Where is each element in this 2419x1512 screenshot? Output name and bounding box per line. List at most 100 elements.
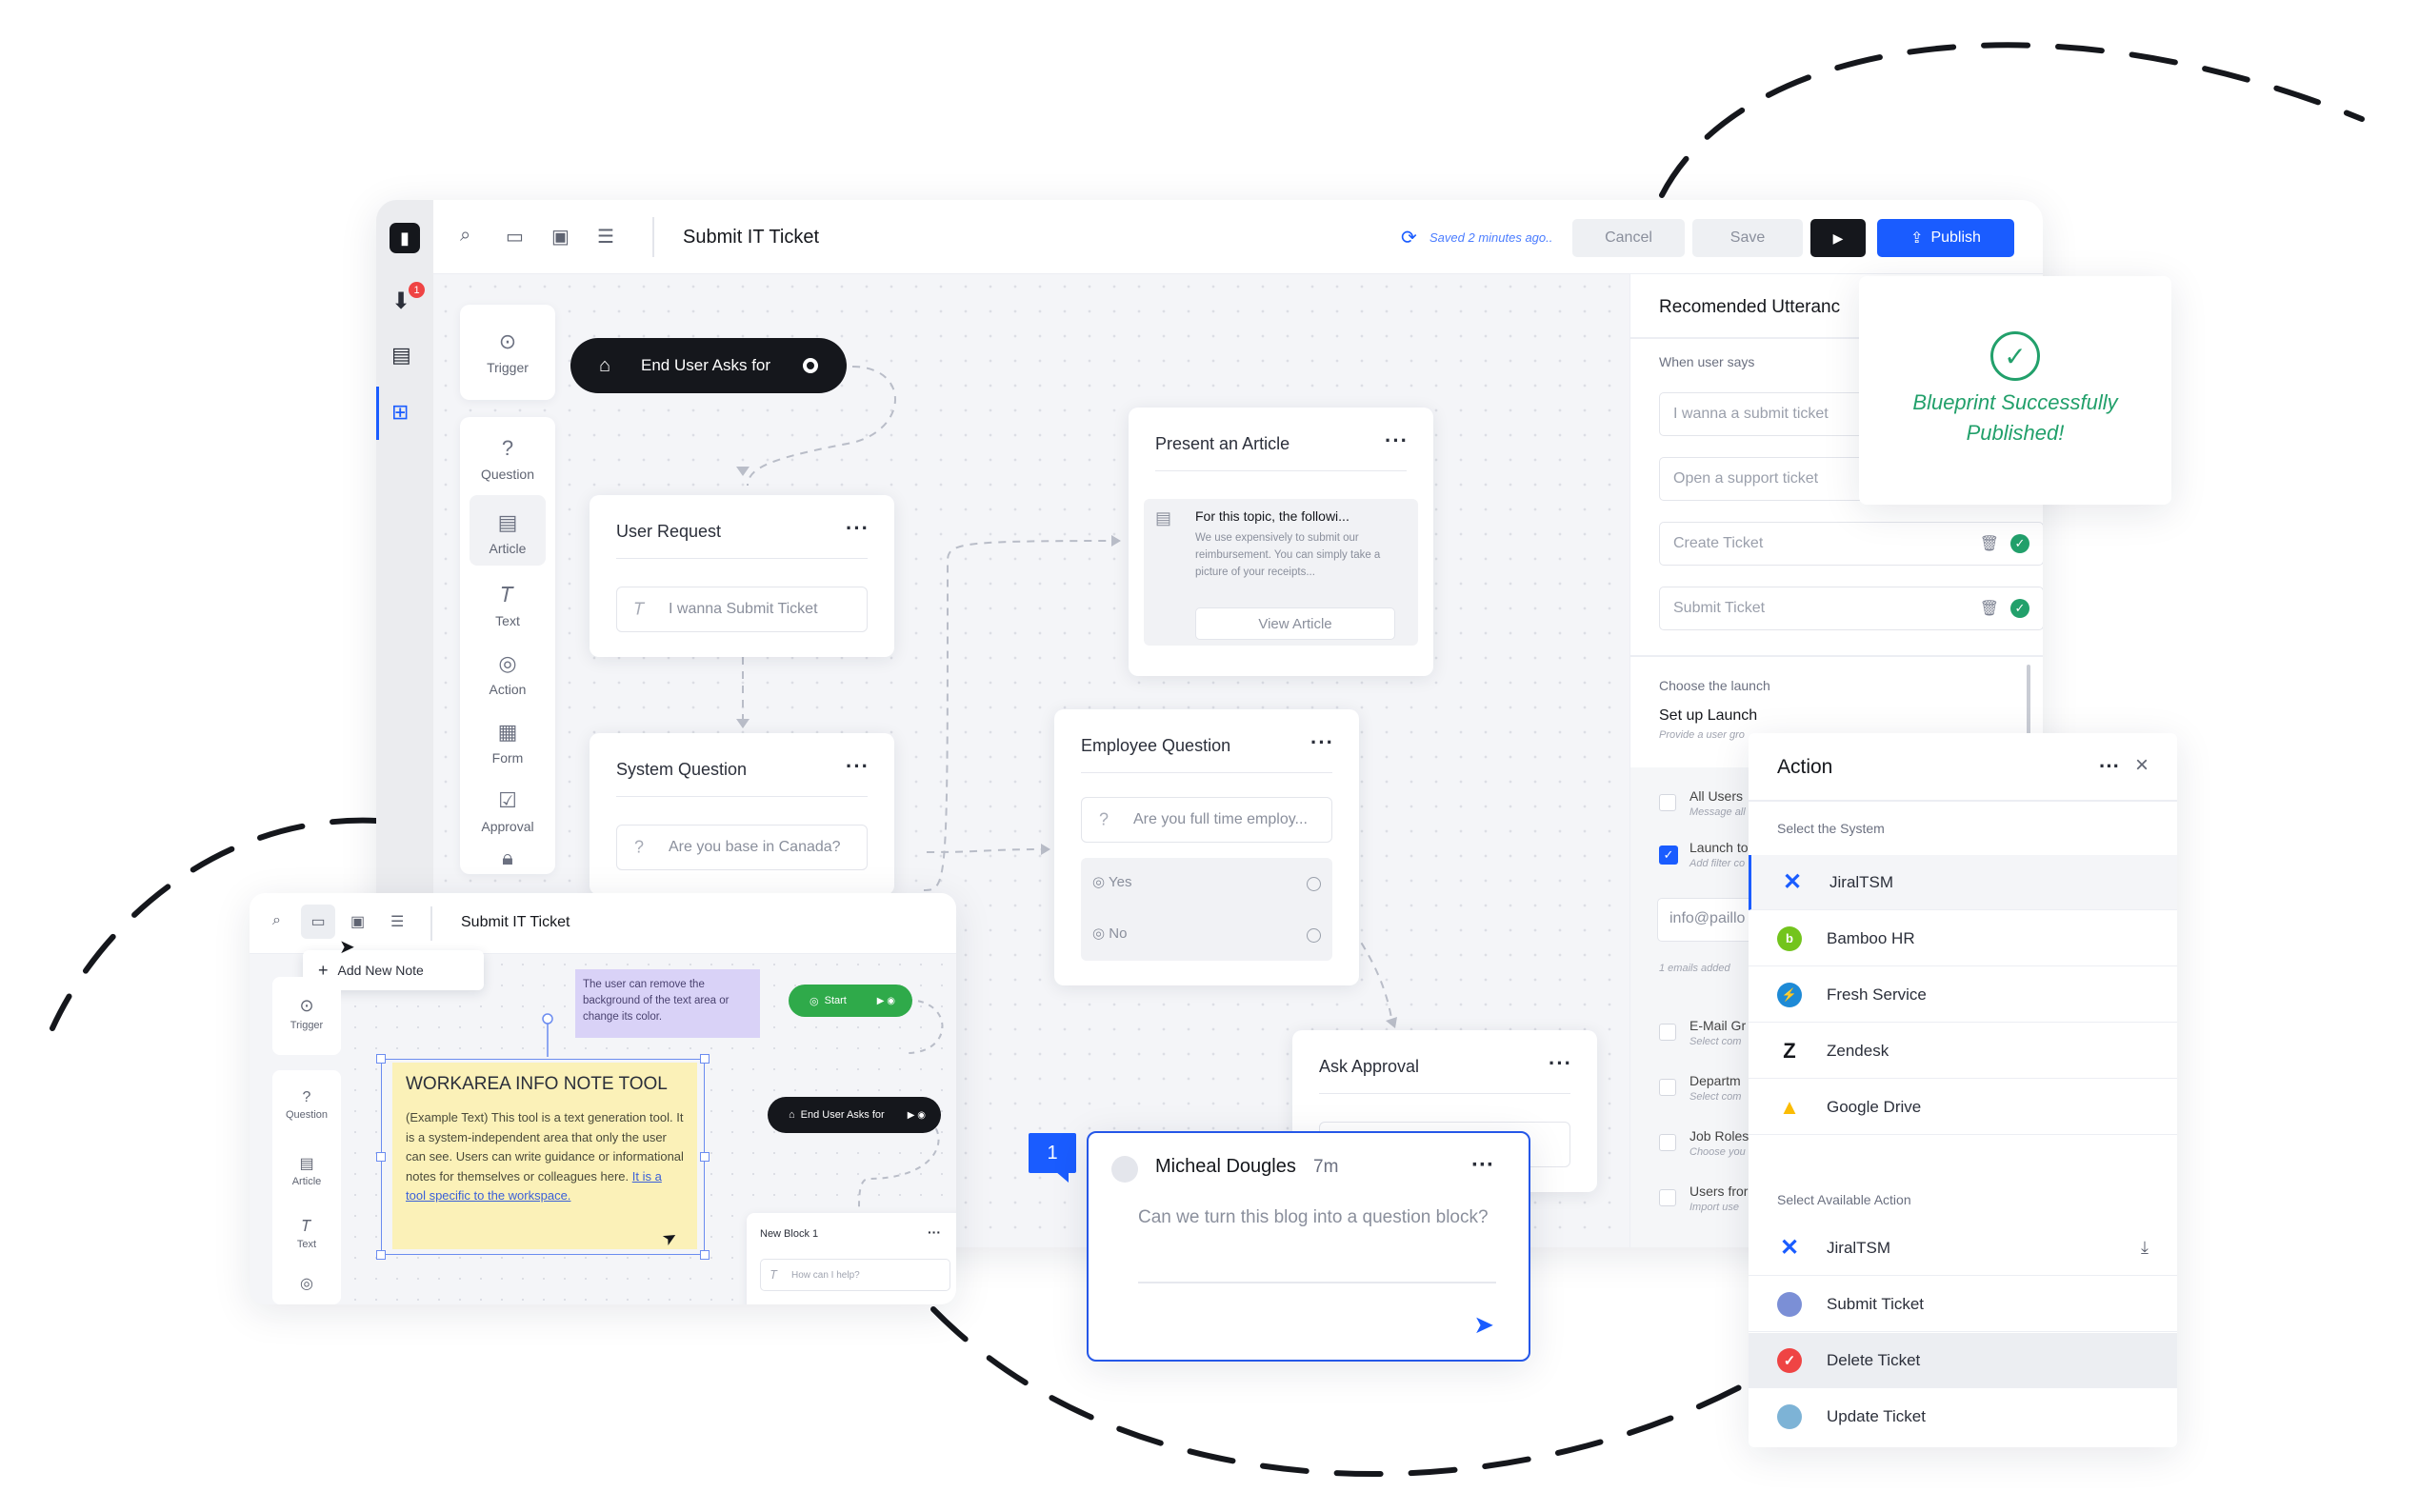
more-options-icon[interactable]: ··· [846,754,870,778]
mini-toolbox-trigger[interactable]: ⊙ Trigger [272,977,341,1055]
mini-toolbox-question[interactable]: ?Question [272,1089,341,1121]
more-options-icon[interactable]: ··· [846,516,870,540]
action-panel-title: Action [1777,756,1833,778]
new-block-field[interactable]: 𝑇 How can I help? [760,1259,950,1291]
play-icon[interactable]: ▶ ◉ [876,995,895,1006]
toolbox-question[interactable]: ?Question [460,436,555,482]
option-no[interactable]: ◎ No [1092,925,1127,942]
publish-button[interactable]: ⇪ Publish [1877,219,2014,257]
preview-play-button[interactable]: ▶ [1810,219,1866,257]
resize-handle[interactable] [376,1054,386,1064]
connector-handle-icon[interactable] [803,358,818,373]
employee-question-field[interactable]: ?Are you full time employ... [1081,797,1332,843]
search-tool-icon[interactable]: ⌕ [272,912,281,928]
system-question-field[interactable]: ?Are you base in Canada? [616,825,868,870]
search-tool-icon[interactable]: ⌕ [460,225,471,246]
panel-scrollbar[interactable] [2027,665,2030,750]
resize-handle[interactable] [700,1250,710,1260]
book-icon[interactable]: ▤ [391,343,411,367]
more-options-icon[interactable]: ··· [928,1224,941,1240]
start-label: Start [824,995,847,1006]
send-icon[interactable]: ➤ [1473,1310,1494,1339]
toolbox-article[interactable]: ▤Article [460,510,555,556]
email-group-checkbox[interactable] [1659,1024,1676,1041]
department-checkbox[interactable] [1659,1079,1676,1096]
utterance-field[interactable]: Create Ticket 🗑︎ ✓ [1659,522,2043,566]
job-roles-checkbox[interactable] [1659,1134,1676,1151]
option-no-radio[interactable] [1307,928,1321,943]
comment-tool-icon[interactable]: ☰ [390,914,405,930]
system-google-drive[interactable]: ▲ Google Drive [1749,1080,2177,1135]
image-tool-icon[interactable]: ▣ [551,227,570,248]
selected-system-row[interactable]: ✕ JiralTSM ⤓ [1749,1221,2177,1276]
start-pill[interactable]: ⌂ End User Asks for [570,338,847,393]
system-zendesk[interactable]: Z Zendesk [1749,1024,2177,1079]
system-bamboo-hr[interactable]: b Bamboo HR [1749,911,2177,966]
resize-handle[interactable] [700,1054,710,1064]
action-delete-ticket[interactable]: ✓ Delete Ticket [1749,1333,2177,1388]
toolbox-form[interactable]: ▦Form [460,720,555,766]
toolbox-approval[interactable]: ☑Approval [460,788,555,834]
email-group-sub: Select com [1689,1036,1742,1047]
info-note[interactable]: WORKAREA INFO NOTE TOOL (Example Text) T… [392,1063,697,1249]
more-options-icon[interactable]: ··· [1549,1051,1572,1075]
resize-handle[interactable] [376,1250,386,1260]
download-icon[interactable]: ⤓ [2141,1238,2149,1257]
more-options-icon[interactable]: ··· [1310,730,1334,754]
image-tool-icon[interactable]: ▣ [350,914,366,930]
mini-start-pill[interactable]: ◎ Start ▶ ◉ [789,985,912,1017]
toolbox-more[interactable]: 🔒︎ [460,846,555,876]
utterance-field[interactable]: Submit Ticket 🗑︎ ✓ [1659,587,2043,630]
inbox-icon[interactable]: ⬇ [391,288,411,314]
resize-handle[interactable] [376,1152,386,1162]
blocks-icon[interactable]: ⊞ [391,400,410,424]
delete-icon[interactable]: 🗑︎ [1979,601,1999,617]
mini-toolbox-article[interactable]: ▤Article [272,1154,341,1187]
mini-toolbox-action[interactable]: ◎ [272,1274,341,1293]
mini-end-user-pill[interactable]: ⌂ End User Asks for ▶ ◉ [768,1097,941,1133]
action-submit-ticket[interactable]: Submit Ticket [1749,1277,2177,1332]
more-options-icon[interactable]: ··· [2099,754,2120,778]
toolbox-trigger[interactable]: ⊙Trigger [460,305,555,400]
close-icon[interactable]: × [2135,752,2149,778]
option-yes-radio[interactable] [1307,877,1321,891]
view-article-button[interactable]: View Article [1195,607,1395,640]
more-options-icon[interactable]: ··· [1385,428,1409,452]
cancel-button[interactable]: Cancel [1572,219,1685,257]
purple-note[interactable]: The user can remove the background of th… [575,969,760,1038]
action-update-ticket[interactable]: Update Ticket [1749,1389,2177,1444]
save-button[interactable]: Save [1692,219,1803,257]
system-fresh-service[interactable]: ⚡ Fresh Service [1749,967,2177,1023]
note-tool-button[interactable]: ▭ [301,905,335,939]
trigger-icon: ⊙ [498,329,517,353]
employee-question-node[interactable]: Employee Question ··· ?Are you full time… [1054,709,1359,985]
comment-tool-icon[interactable]: ☰ [597,227,614,248]
play-icon[interactable]: ▶ ◉ [907,1109,926,1121]
note-tool-icon[interactable]: ▭ [506,227,524,248]
users-from-checkbox[interactable] [1659,1189,1676,1206]
resize-handle[interactable] [700,1152,710,1162]
present-article-node[interactable]: Present an Article ··· ▤ For this topic,… [1129,408,1433,676]
system-jiraltsm[interactable]: ✕ JiralTSM [1749,855,2177,910]
comment-badge[interactable]: 1 [1029,1133,1076,1173]
all-users-checkbox[interactable] [1659,794,1676,811]
info-note-link[interactable]: It is a tool specific to the workspace. [406,1168,662,1204]
system-question-node[interactable]: System Question ··· ?Are you base in Can… [590,733,894,895]
launch-to-checkbox[interactable]: ✓ [1659,846,1678,865]
toolbox-action[interactable]: ◎Action [460,651,555,697]
more-options-icon[interactable]: ··· [1471,1152,1494,1178]
option-yes[interactable]: ◎ Yes [1092,873,1131,890]
new-block-node[interactable]: New Block 1 ··· 𝑇 How can I help? [747,1213,956,1304]
delete-icon[interactable]: 🗑︎ [1979,536,1999,552]
